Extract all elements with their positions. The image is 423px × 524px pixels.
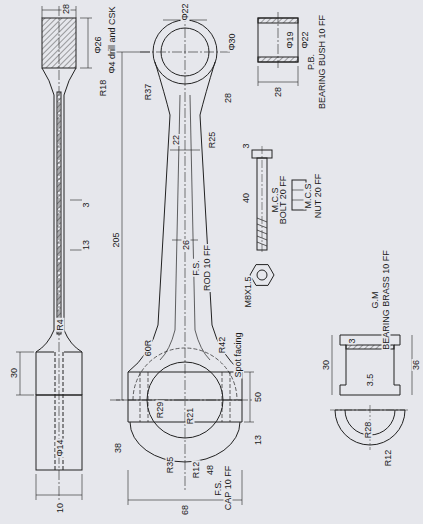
dimension-label: R37 xyxy=(144,83,153,102)
dimension-label: 36 xyxy=(412,359,421,371)
dimension-label: 22 xyxy=(172,134,181,146)
dimension-label: 13 xyxy=(82,239,91,251)
dimension-label: 26 xyxy=(182,239,191,251)
dimension-label: CAP 10 FF xyxy=(224,465,233,511)
nut xyxy=(250,180,306,285)
dimension-label: R29 xyxy=(156,401,165,420)
dimension-label: 3 xyxy=(348,337,357,344)
dimension-label: 28 xyxy=(274,86,283,98)
dimension-label: Φ14 xyxy=(56,438,65,457)
dimension-label: BEARING BRASS 10 FF xyxy=(382,249,391,351)
dimension-label: P.B. xyxy=(307,53,316,71)
front-view xyxy=(110,12,260,505)
dimension-label: G.M xyxy=(371,291,380,310)
dimension-label: 205 xyxy=(112,231,121,248)
dimension-label: BEARING BUSH 10 FF xyxy=(318,14,327,110)
dimension-label: R25 xyxy=(208,131,217,150)
dimension-label: Φ22 xyxy=(301,30,310,49)
dimension-label: 10 xyxy=(56,502,65,514)
bolt xyxy=(252,146,272,254)
dimension-label: 60R xyxy=(144,339,153,358)
dimension-label: 3 xyxy=(242,142,251,149)
dimension-label: 28 xyxy=(62,3,71,15)
dimension-label: R35 xyxy=(166,456,175,475)
dimension-label: BOLT 20 FF xyxy=(279,175,288,226)
dimension-label: ROD 10 FF xyxy=(203,244,212,292)
dimension-label: Spot facing xyxy=(234,331,243,378)
dimension-label: 48 xyxy=(206,464,215,476)
dimension-label: R18 xyxy=(99,79,108,98)
dimension-label: R12 xyxy=(384,449,393,468)
dimension-label: M.C.S xyxy=(304,182,313,209)
dimension-label: R28 xyxy=(364,421,373,440)
dimension-label: 50 xyxy=(254,391,263,403)
dimension-label: NUT 20 FF xyxy=(314,173,323,219)
dimension-label: 13 xyxy=(254,434,263,446)
dimension-label: Φ22 xyxy=(181,2,190,21)
dimension-label: 40 xyxy=(242,192,251,204)
dimension-label: 3 xyxy=(82,201,91,208)
dimension-label: R4 xyxy=(56,318,65,332)
dimension-label: R42 xyxy=(218,336,227,355)
dimension-label: Φ19 xyxy=(286,30,295,49)
dimension-label: F.S. xyxy=(192,259,201,277)
dimension-label: Φ4 drill and CSK xyxy=(108,5,117,74)
dimension-label: Φ30 xyxy=(228,32,237,51)
dimension-label: Φ26 xyxy=(94,35,103,54)
dimension-label: R12 xyxy=(192,461,201,480)
dimension-label: 38 xyxy=(114,442,123,454)
dimension-label: 68 xyxy=(181,504,190,516)
dimension-label: R21 xyxy=(186,407,195,426)
side-view xyxy=(16,6,92,500)
dimension-label: 28 xyxy=(224,92,233,104)
dimension-label: F.S. xyxy=(214,479,223,497)
bearing-brass xyxy=(330,335,412,450)
dimension-label: M.C.S xyxy=(271,186,280,213)
dimension-label: M8X1.5 xyxy=(244,275,253,308)
dimension-label: 3.5 xyxy=(366,373,375,388)
dimension-label: 30 xyxy=(10,367,19,379)
bearing-bush xyxy=(258,12,298,86)
dimension-label: 30 xyxy=(322,359,331,371)
